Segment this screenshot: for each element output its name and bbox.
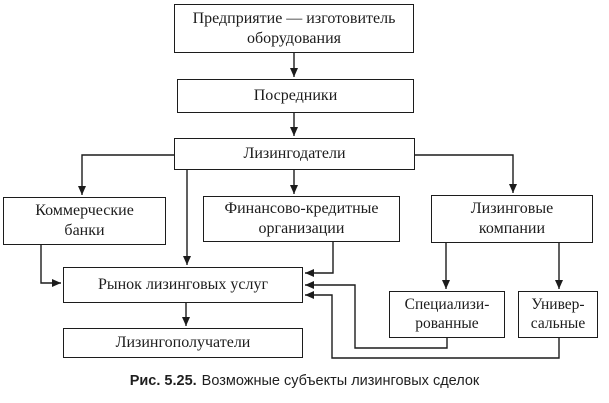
connector-universal-leasing-market — [305, 291, 560, 359]
box-universal: Универ- сальные — [518, 291, 598, 338]
box-lessees: Лизингополучатели — [63, 328, 303, 358]
connector-specialized-leasing-market — [305, 281, 448, 349]
figure-caption: Рис. 5.25.Возможные субъекты лизинговых … — [0, 373, 609, 389]
figure-caption-text: Возможные субъекты лизинговых сделок — [201, 373, 480, 389]
connector-commercial-banks-leasing-market — [40, 245, 61, 287]
box-leasing-companies: Лизинговые компании — [431, 195, 593, 243]
box-leasing-market: Рынок лизинговых услуг — [63, 267, 303, 303]
figure-caption-number: Рис. 5.25. — [129, 373, 197, 389]
connector-lessors-leasing-companies — [415, 154, 517, 193]
connector-financial-credit-orgs-leasing-market — [305, 242, 334, 277]
box-financial-credit-orgs: Финансово-кредитные организации — [203, 196, 400, 242]
box-intermediaries: Посредники — [177, 79, 414, 113]
box-commercial-banks: Коммерческие банки — [3, 197, 166, 245]
connector-lessors-commercial-banks — [78, 154, 174, 195]
box-manufacturer: Предприятие — изготовитель оборудования — [174, 4, 414, 53]
box-specialized: Специализи- рованные — [389, 291, 505, 338]
box-lessors: Лизингодатели — [174, 138, 415, 170]
